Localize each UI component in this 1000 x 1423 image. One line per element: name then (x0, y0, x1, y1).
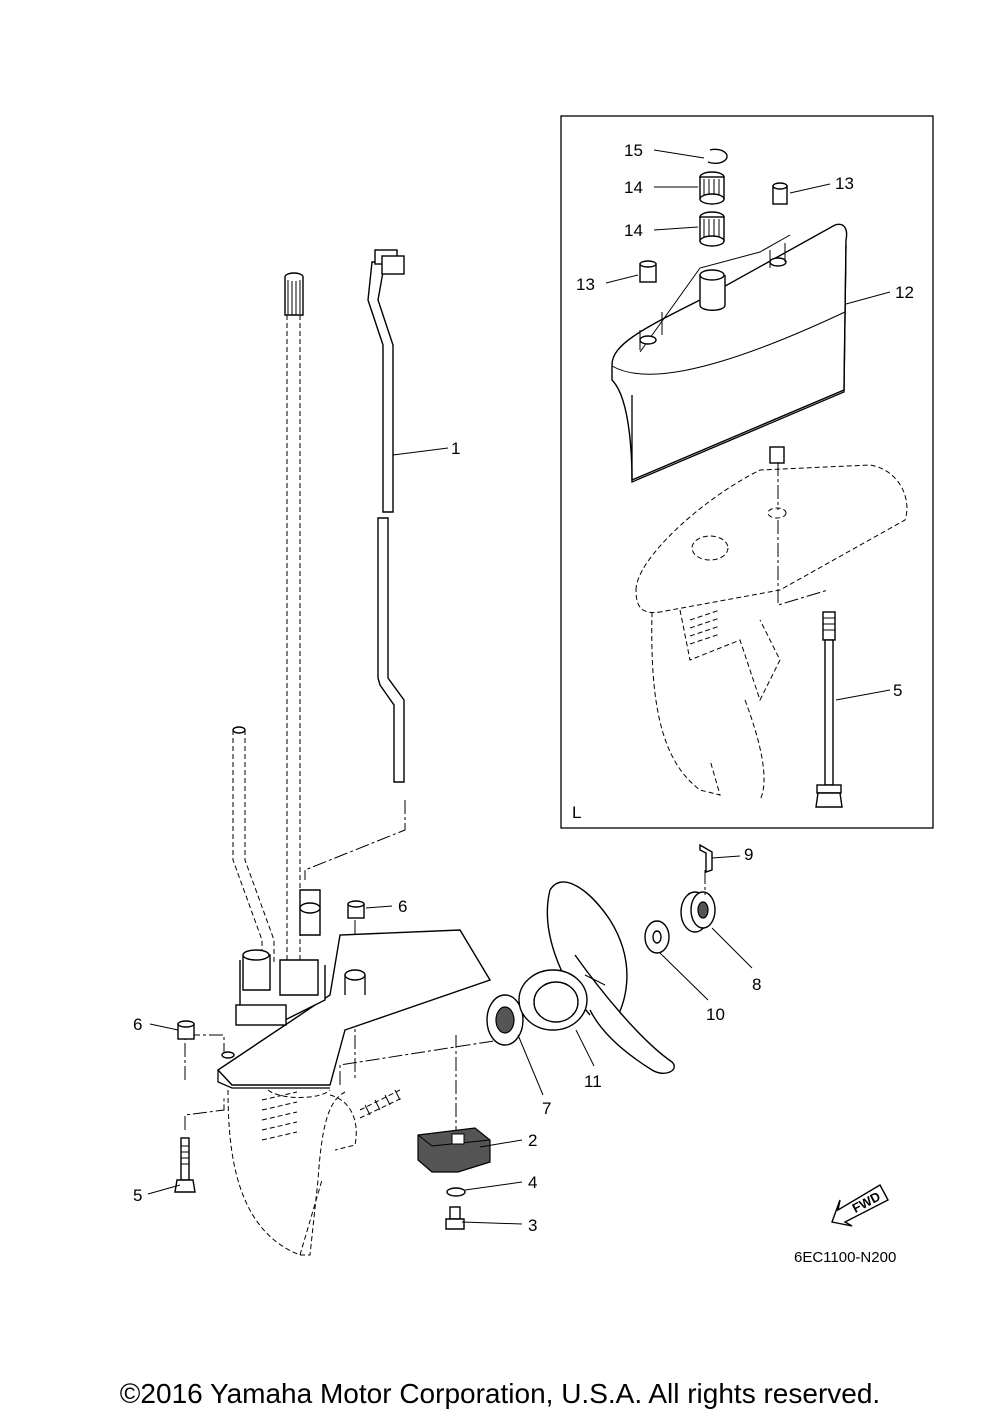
callout-14-upper: 14 (624, 178, 643, 197)
bolt-5-lower (174, 1137, 196, 1193)
callout-5-main: 5 (133, 1186, 142, 1205)
callout-11: 11 (584, 1072, 602, 1091)
callout-9: 9 (744, 845, 753, 864)
cotter-pin-9 (699, 843, 713, 895)
callout-6-lower: 6 (133, 1015, 142, 1034)
inset-bolt-5 (815, 611, 843, 808)
needle-bearing-upper (699, 171, 725, 205)
anode-2 (417, 1127, 491, 1173)
callout-7: 7 (542, 1099, 551, 1118)
shift-rod-1 (367, 249, 405, 783)
callout-12: 12 (895, 283, 914, 302)
thrust-washer-7 (486, 994, 524, 1046)
callout-13-right: 13 (835, 174, 854, 193)
inset-label: L (572, 803, 581, 822)
callout-5-inset: 5 (893, 681, 902, 700)
propeller-nut-8 (680, 891, 716, 933)
dowel-pin-13-left (639, 260, 657, 283)
inset-panel: L (560, 115, 934, 829)
callouts: 1 2 3 4 5 5 6 6 7 8 9 10 11 12 13 13 14 (133, 141, 914, 1235)
collar-6-upper (347, 900, 365, 919)
needle-bearing-lower (699, 211, 725, 247)
circlip-15 (707, 148, 728, 165)
callout-6-upper: 6 (398, 897, 407, 916)
washer-10 (644, 920, 670, 954)
collar-6-lower (177, 1020, 195, 1040)
drive-shaft (284, 272, 304, 960)
bolt-3 (445, 1206, 465, 1230)
callout-13-left: 13 (576, 275, 595, 294)
inset-lower-unit (635, 464, 908, 801)
callout-3: 3 (528, 1216, 537, 1235)
callout-10: 10 (706, 1005, 725, 1024)
diagram-code: 6EC1100-N200 (794, 1249, 896, 1266)
washer-4 (446, 1187, 466, 1197)
lower-unit-housing (216, 889, 492, 1256)
callout-4: 4 (528, 1173, 537, 1192)
dowel-pin-13-right (772, 182, 788, 205)
callout-1: 1 (451, 439, 460, 458)
water-tube (232, 726, 275, 970)
inset-dowel-pin (769, 446, 785, 464)
fwd-arrow-icon: FWD (831, 1184, 889, 1227)
spacer-housing-12 (611, 223, 848, 483)
callout-15: 15 (624, 141, 643, 160)
callout-14-lower: 14 (624, 221, 643, 240)
callout-8: 8 (752, 975, 761, 994)
copyright-notice: ©2016 Yamaha Motor Corporation, U.S.A. A… (119, 1378, 881, 1409)
propeller-11 (518, 881, 675, 1074)
callout-2: 2 (528, 1131, 537, 1150)
